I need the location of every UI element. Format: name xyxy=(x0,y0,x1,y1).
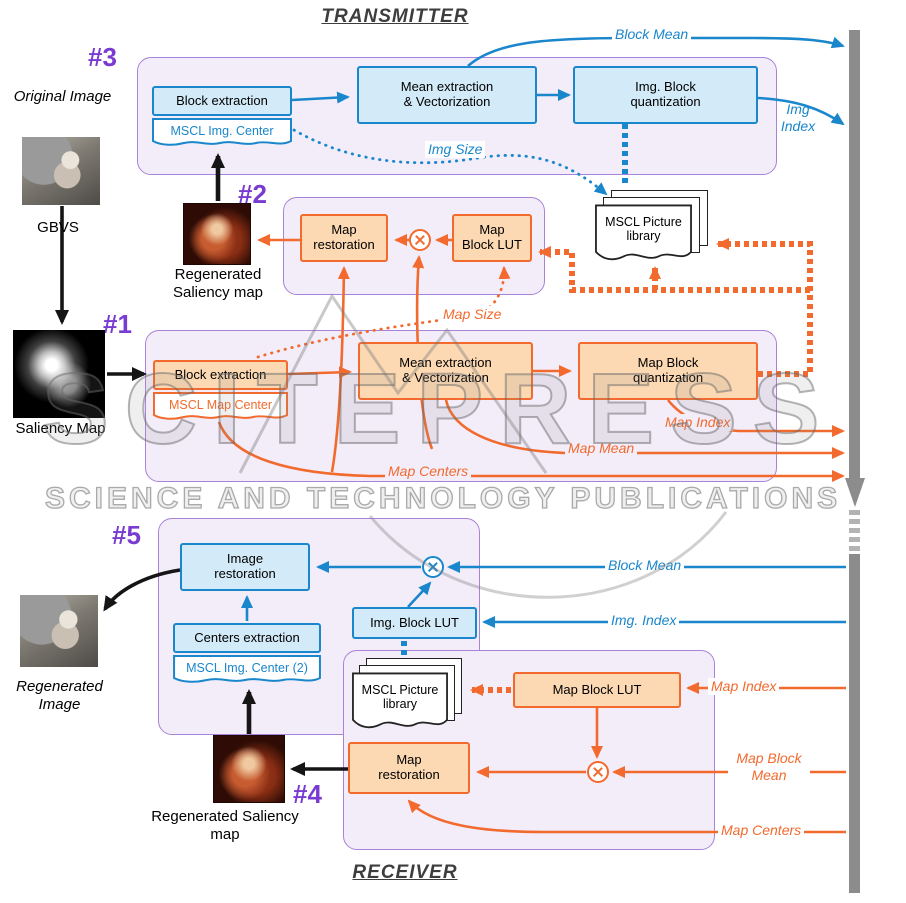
multiplier-icon xyxy=(422,556,444,578)
mean-extraction-map-box: Mean extraction & Vectorization xyxy=(358,342,533,400)
arrow-map-mean-tx xyxy=(444,399,845,459)
mscl-img-center-doc: MSCL Img. Center xyxy=(152,118,292,148)
document-stack-icon xyxy=(595,204,692,262)
arrow-map-centers-rx xyxy=(407,799,846,834)
img-size-label: Img Size xyxy=(425,141,486,158)
gbvs-label: GBVS xyxy=(37,219,79,236)
map-mean-tx-label: Map Mean xyxy=(565,440,638,457)
document-shape-icon xyxy=(152,118,292,148)
img-index-tx-label: Img Index xyxy=(780,101,816,134)
stage-label-5: #5 xyxy=(112,520,141,550)
stage-label-3: #3 xyxy=(88,42,117,72)
map-block-quantization-box: Map Block quantization xyxy=(578,342,758,400)
map-index-rx-label: Map Index xyxy=(708,678,780,695)
mscl-picture-library-rx: MSCL Picture library xyxy=(352,658,464,730)
document-shape-icon xyxy=(153,392,288,422)
arrow-ibl-mult5 xyxy=(407,581,432,608)
arrow-map-centers-mapres2 xyxy=(330,266,350,473)
regenerated-saliency-tx-label: Regenerated Saliency map xyxy=(172,266,264,301)
img-block-quantization-box: Img. Block quantization xyxy=(573,66,758,124)
mscl-img-center-label: MSCL Img. Center xyxy=(170,123,274,138)
regenerated-image-thumbnail xyxy=(20,595,98,667)
map-centers-tx-label: Map Centers xyxy=(385,463,472,480)
block-mean-rx-label: Block Mean xyxy=(605,557,685,574)
document-shape-icon xyxy=(173,655,321,685)
map-block-mean-rx-label: Map Block Mean xyxy=(728,750,810,784)
receiver-title: RECEIVER xyxy=(352,862,458,883)
regenerated-saliency-rx-thumbnail xyxy=(213,735,285,803)
black-arrows xyxy=(55,153,348,776)
regenerated-saliency-tx-thumbnail xyxy=(183,203,251,265)
transmitter-title: TRANSMITTER xyxy=(321,6,469,27)
stage-label-4: #4 xyxy=(293,779,322,809)
link-mbq1-library xyxy=(716,238,813,377)
arrow-img-size xyxy=(292,128,608,196)
block-mean-tx-label: Block Mean xyxy=(612,26,692,43)
mscl-img-center-2-doc: MSCL Img. Center (2) xyxy=(173,655,321,685)
multiplier-icon xyxy=(587,761,609,783)
original-image-thumbnail xyxy=(22,137,100,205)
mscl-picture-library-tx: MSCL Picture library xyxy=(595,190,710,262)
image-restoration-box: Image restoration xyxy=(180,543,310,591)
original-image-label: Original Image xyxy=(13,88,112,105)
img-block-lut-box: Img. Block LUT xyxy=(352,607,477,639)
arrow-map-centers-tx xyxy=(217,421,845,482)
map-block-lut-rx-box: Map Block LUT xyxy=(513,672,681,708)
stage-label-1: #1 xyxy=(103,309,132,339)
mean-extraction-img-box: Mean extraction & Vectorization xyxy=(357,66,537,124)
block-extraction-img-box: Block extraction xyxy=(152,86,292,116)
saliency-map-label: Saliency Map xyxy=(15,420,106,437)
picture-library-label: MSCL Picture library xyxy=(361,682,439,711)
centers-extraction-box: Centers extraction xyxy=(173,623,321,653)
arrow-imgres-regimage xyxy=(103,568,181,612)
mscl-map-center-label: MSCL Map Center xyxy=(168,397,273,412)
document-stack-icon xyxy=(352,672,448,730)
arrow-img-index-tx xyxy=(757,96,845,126)
mscl-img-center-2-label: MSCL Img. Center (2) xyxy=(186,660,308,675)
regenerated-image-label: Regenerated Image xyxy=(16,678,103,713)
transmission-channel-bar xyxy=(845,30,865,893)
block-extraction-map-box: Block extraction xyxy=(153,360,288,390)
map-restoration-rx-box: Map restoration xyxy=(348,742,470,794)
multiplier-icon xyxy=(409,229,431,251)
link-bus-mbl2 xyxy=(538,246,810,293)
map-block-lut-tx-box: Map Block LUT xyxy=(452,214,532,262)
map-restoration-tx-box: Map restoration xyxy=(300,214,388,262)
map-size-label: Map Size xyxy=(440,306,505,323)
mscl-map-center-doc: MSCL Map Center xyxy=(153,392,288,422)
saliency-map-thumbnail xyxy=(13,330,105,418)
map-index-tx-label: Map Index xyxy=(662,414,734,431)
arrow-be3-me3 xyxy=(291,91,350,104)
orange-arrows xyxy=(217,234,846,834)
img-index-rx-label: Img. Index xyxy=(608,612,680,629)
regenerated-saliency-rx-label: Regenerated Saliency map xyxy=(151,808,299,843)
map-centers-rx-label: Map Centers xyxy=(718,822,805,839)
picture-library-label: MSCL Picture library xyxy=(605,214,682,243)
